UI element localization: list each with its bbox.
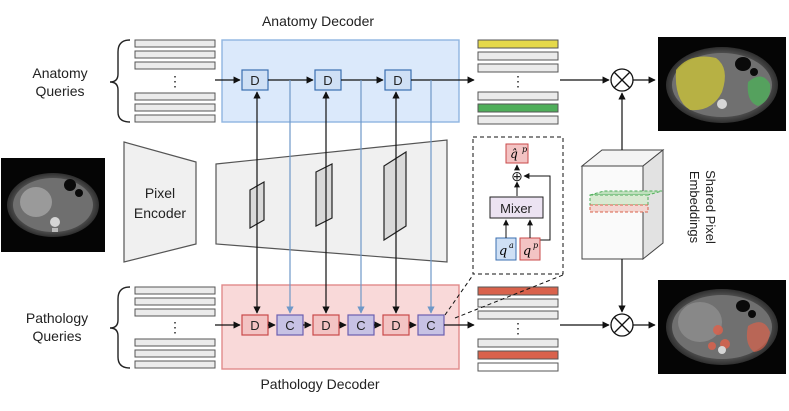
anatomy-brace: [109, 39, 131, 123]
feature-map-3: [383, 150, 407, 242]
pathology-d-label-2: D: [321, 318, 330, 333]
zoom-line-1: [444, 274, 474, 316]
pathology-brace: [109, 286, 131, 369]
anatomy-d-label-1: D: [250, 73, 259, 88]
pathology-output-stack: [477, 286, 559, 372]
pathology-d-label-1: D: [250, 318, 259, 333]
pathology-segmentation-image: [658, 280, 786, 374]
pathology-decoder-blocks: D C D C D C: [241, 314, 445, 336]
shared-pixel-label-1: Shared Pixel: [703, 170, 718, 244]
pathology-c-label-3: C: [426, 318, 435, 333]
anatomy-queries-label-2: Queries: [35, 83, 84, 99]
anatomy-d-label-3: D: [393, 73, 402, 88]
anatomy-queries-label-1: Anatomy: [32, 65, 87, 81]
anatomy-query-stack: [134, 39, 216, 123]
shared-pixel-embeddings-cube: [580, 148, 665, 261]
anatomy-output-ellipsis: ⋮: [511, 73, 525, 89]
pathology-queries-label-1: Pathology: [26, 310, 88, 326]
zoom-line-2: [454, 274, 564, 319]
pathology-query-stack: [134, 286, 216, 369]
pathology-query-ellipsis: ⋮: [168, 319, 182, 335]
q-hat-symbol: q̂: [510, 147, 518, 161]
mixer-block: [489, 196, 544, 219]
pathology-c-label-2: C: [356, 318, 365, 333]
pathology-output-ellipsis: ⋮: [511, 320, 525, 336]
pathology-decoder-title: Pathology Decoder: [260, 376, 379, 392]
shared-pixel-label-2: Embeddings: [687, 171, 702, 244]
q-pathology-symbol: q: [523, 244, 531, 259]
pathology-queries-label-2: Queries: [32, 328, 81, 344]
pathology-c-label-1: C: [285, 318, 294, 333]
q-anatomy-symbol: q: [499, 244, 507, 259]
pixel-encoder-label-2: Encoder: [134, 205, 186, 221]
pixel-encoder: [123, 141, 197, 263]
pathology-d-label-3: D: [391, 318, 400, 333]
anatomy-d-label-2: D: [323, 73, 332, 88]
q-anatomy-sup: a: [509, 241, 514, 250]
mixer-label: Mixer: [500, 201, 532, 216]
anatomy-query-ellipsis: ⋮: [168, 73, 182, 89]
anatomy-output-stack: [477, 39, 559, 125]
q-pathology-sup: p: [533, 241, 538, 250]
q-hat-box: [505, 143, 529, 164]
sum-icon: ⊕: [511, 168, 523, 184]
input-ct-image: [1, 158, 105, 252]
q-hat-sup: p: [522, 145, 527, 154]
anatomy-segmentation-image: [658, 37, 786, 131]
anatomy-decoder-title: Anatomy Decoder: [262, 13, 374, 29]
feature-map-2: [315, 163, 333, 227]
pixel-encoder-label-1: Pixel: [145, 185, 175, 201]
anatomy-decoder-blocks: D D D: [241, 69, 412, 91]
